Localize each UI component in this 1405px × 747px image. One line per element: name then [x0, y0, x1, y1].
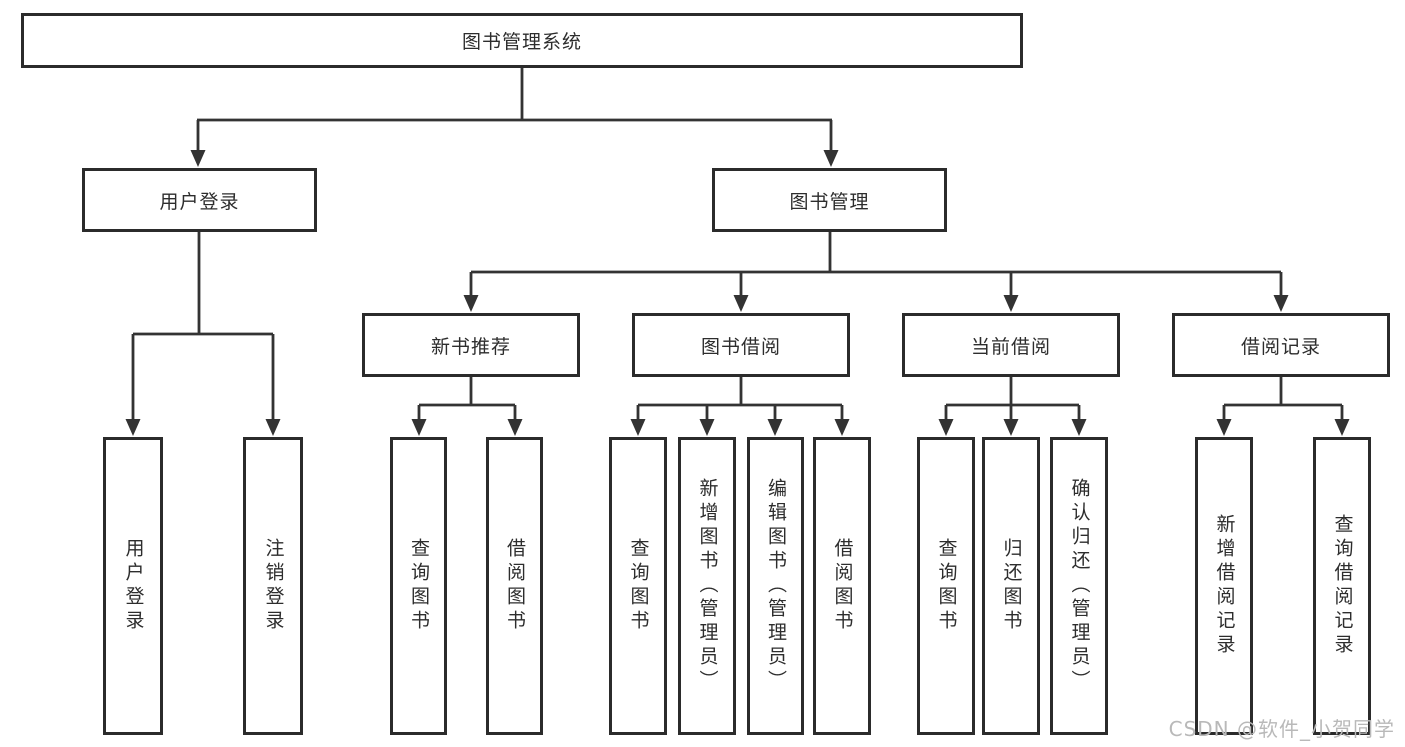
node-book-borrow: 图书借阅 [632, 313, 850, 377]
leaf-query-books-borrow: 查询图书 [609, 437, 667, 735]
arrowheads-level3 [463, 295, 1289, 312]
connector-root-to-level2 [196, 68, 833, 152]
leaf-add-borrow-record: 新增借阅记录 [1195, 437, 1253, 735]
leaf-user-login: 用户登录 [103, 437, 163, 735]
arrowheads-user-login-children [125, 419, 281, 436]
leaf-add-books-admin: 新增图书（管理员） [678, 437, 736, 735]
node-current-borrow: 当前借阅 [902, 313, 1120, 377]
leaf-query-borrow-record: 查询借阅记录 [1313, 437, 1371, 735]
leaf-confirm-return-admin: 确认归还（管理员） [1050, 437, 1108, 735]
arrowheads-new-book-recommend-children [411, 419, 523, 436]
leaf-logout: 注销登录 [243, 437, 303, 735]
leaf-edit-books-admin: 编辑图书（管理员） [747, 437, 804, 735]
leaf-return-books: 归还图书 [982, 437, 1040, 735]
leaf-borrow-books-recommend: 借阅图书 [486, 437, 543, 735]
leaf-query-books-current: 查询图书 [917, 437, 975, 735]
arrowheads-current-borrow-children [938, 419, 1087, 436]
connector-borrow-records-children [1222, 377, 1344, 421]
leaf-borrow-books: 借阅图书 [813, 437, 871, 735]
node-user-login: 用户登录 [82, 168, 317, 232]
connector-book-management-children [469, 232, 1283, 297]
arrowheads-book-borrow-children [630, 419, 850, 436]
connector-user-login-children [131, 232, 275, 421]
connector-book-borrow-children [636, 377, 844, 421]
watermark: CSDN @软件_小贺同学 [1168, 717, 1395, 741]
node-book-management: 图书管理 [712, 168, 947, 232]
connector-current-borrow-children [944, 377, 1081, 421]
arrowheads-level2 [190, 150, 839, 167]
arrowheads-borrow-records-children [1216, 419, 1350, 436]
leaf-query-books-recommend: 查询图书 [390, 437, 447, 735]
connector-new-book-recommend-children [417, 377, 517, 421]
node-borrow-records: 借阅记录 [1172, 313, 1390, 377]
node-root-system: 图书管理系统 [21, 13, 1023, 68]
node-new-book-recommend: 新书推荐 [362, 313, 580, 377]
